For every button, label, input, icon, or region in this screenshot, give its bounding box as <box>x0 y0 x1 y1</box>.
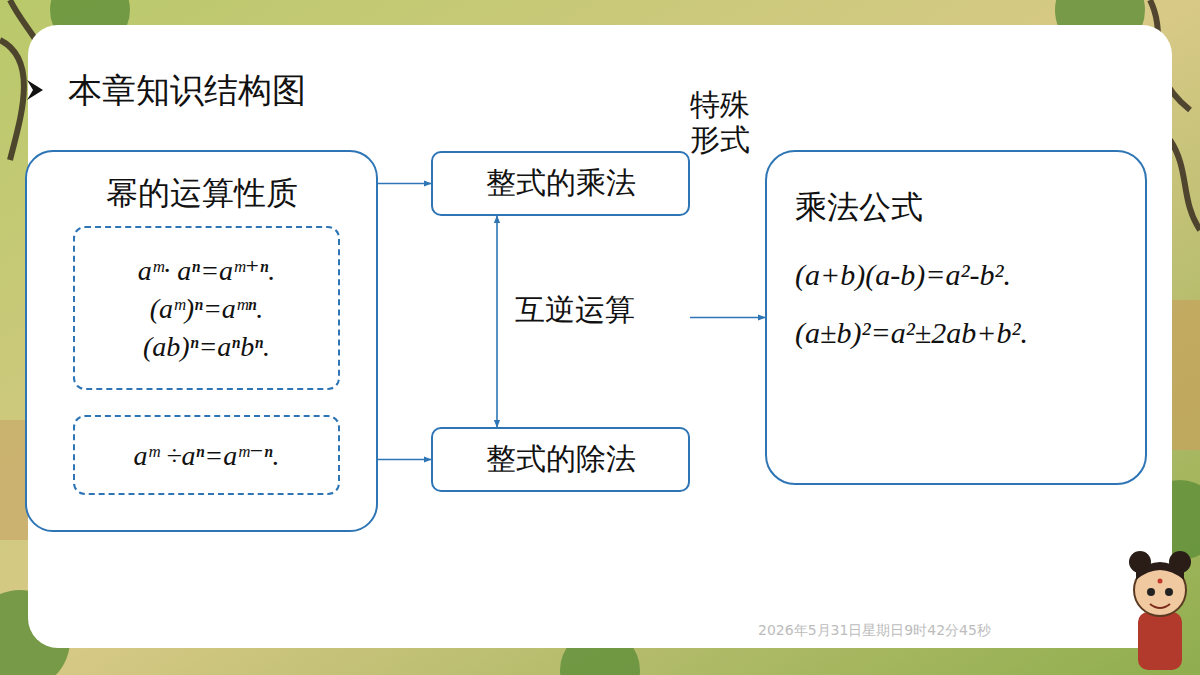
process-box: 整式的除法 <box>431 427 690 492</box>
formula-text: (ab)ⁿ=aⁿbⁿ. <box>143 331 270 363</box>
arrow-connector <box>378 459 431 461</box>
edge-label: 特殊形式 <box>690 88 770 157</box>
edge-label: 互逆运算 <box>515 293 635 328</box>
formula-text: (a±b)²=a²±2ab+b². <box>795 316 1028 350</box>
node-label: 乘法公式 <box>795 186 923 230</box>
slide-title: 本章知识结构图 <box>68 68 306 114</box>
bullet-arrow <box>27 80 43 100</box>
formula-text: aᵐ ÷aⁿ=aᵐ⁻ⁿ. <box>133 439 279 472</box>
node-label: 整式的乘法 <box>486 163 636 204</box>
group-box: 幂的运算性质aᵐ· aⁿ=aᵐ⁺ⁿ.(aᵐ)ⁿ=aᵐⁿ.(ab)ⁿ=aⁿbⁿ.a… <box>25 150 378 532</box>
formula-text: aᵐ· aⁿ=aᵐ⁺ⁿ. <box>138 254 276 287</box>
formula-box: aᵐ· aⁿ=aᵐ⁺ⁿ. (aᵐ)ⁿ=aᵐⁿ. (ab)ⁿ=aⁿbⁿ. <box>73 226 340 390</box>
cartoon-character <box>1129 551 1191 670</box>
process-box: 乘法公式 (a+b)(a-b)=a²-b². (a±b)²=a²±2ab+b². <box>765 150 1147 485</box>
formula-box: aᵐ ÷aⁿ=aᵐ⁻ⁿ. <box>73 415 340 495</box>
arrow-connector <box>378 183 431 185</box>
watermark: 2026年5月31日星期日9时42分45秒 <box>758 622 991 640</box>
formula-text: (a+b)(a-b)=a²-b². <box>795 258 1011 292</box>
node-label: 整式的除法 <box>486 439 636 480</box>
node-label: 幂的运算性质 <box>106 172 298 216</box>
arrow-connector <box>496 216 498 427</box>
process-box: 整式的乘法 <box>431 151 690 216</box>
formula-text: (aᵐ)ⁿ=aᵐⁿ. <box>150 293 264 325</box>
arrow-connector <box>690 317 765 319</box>
white-panel <box>28 25 1172 648</box>
